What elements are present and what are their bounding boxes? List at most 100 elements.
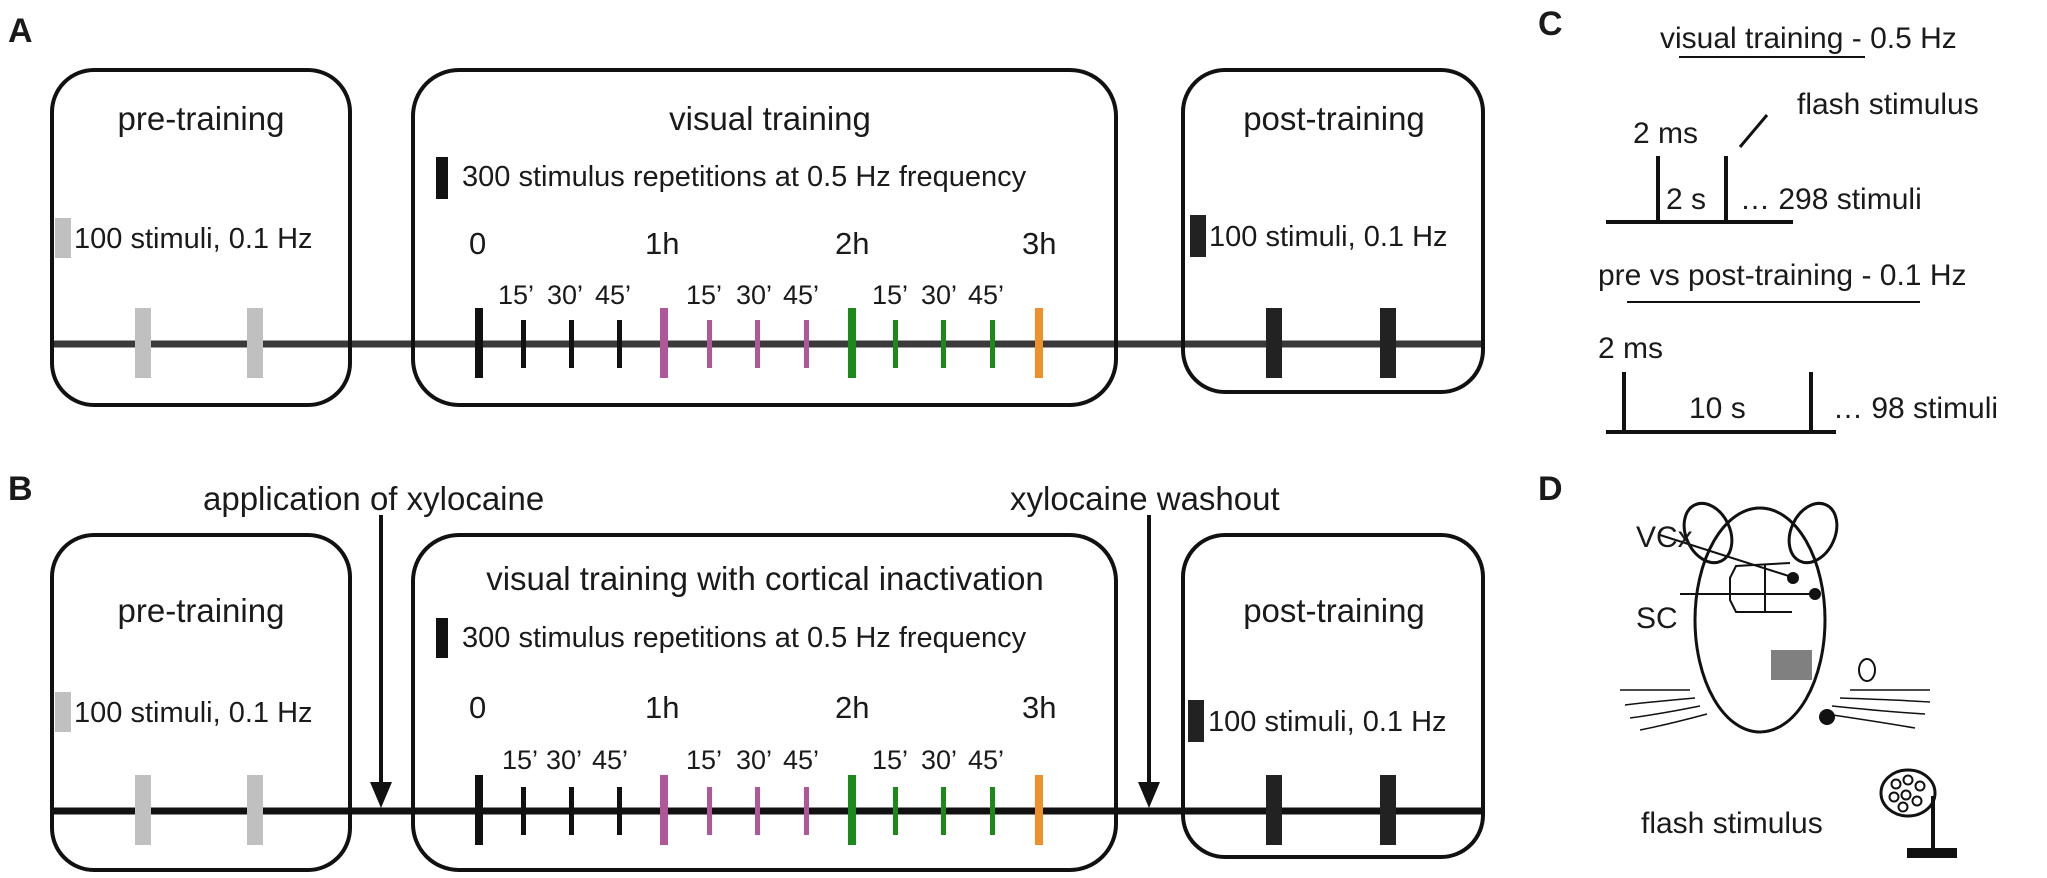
test-stimulus-count: … 98 stimuli (1833, 392, 1998, 425)
hour-label-0-a: 0 (469, 226, 486, 261)
vcx-label: VCx (1636, 521, 1693, 554)
minute-label-a: 15’ (498, 280, 534, 310)
left-ear (1682, 501, 1734, 565)
hour-label-2h-b: 2h (835, 690, 869, 725)
vcx-pointer (1659, 534, 1796, 579)
panel-a-letter: A (8, 12, 33, 50)
panel-d-letter: D (1538, 470, 1563, 508)
whisker (1825, 713, 1916, 729)
minute-label-a: 45’ (968, 280, 1004, 310)
minute-label-b: 15’ (502, 745, 538, 775)
pre-stimulus-legend-mark-b (55, 692, 71, 732)
minute-label-b: 45’ (783, 745, 819, 775)
visual-training-title-a: visual training (669, 100, 871, 137)
whisker (1839, 697, 1931, 703)
pre-stimulus-mark (247, 308, 263, 378)
hour-tick-3h-b (1035, 775, 1043, 845)
sc-recording-site (1809, 588, 1821, 600)
minute-labels-a: 15’ 30’ 45’ 15’ 30’ 45’ 15’ 30’ 45’ (498, 280, 1004, 310)
hour-tick-2h-a (848, 308, 856, 378)
whisker (1629, 705, 1701, 719)
eye (1858, 658, 1876, 682)
flash-led (1897, 801, 1909, 813)
hour-tick-2h-b (848, 775, 856, 845)
minute-label-a: 45’ (595, 280, 631, 310)
whisker (1624, 697, 1696, 706)
minute-tick-b (893, 787, 898, 835)
training-pulse-width: 2 ms (1633, 117, 1698, 150)
training-legend-mark-b (436, 618, 448, 658)
panel-b-letter: B (8, 470, 33, 508)
flash-stimulus-label-d: flash stimulus (1641, 807, 1823, 840)
flash-led (1914, 780, 1926, 792)
flash-stand-base (1907, 848, 1957, 858)
test-pulse-width: 2 ms (1598, 332, 1663, 365)
visual-training-box-b (411, 533, 1118, 872)
vcx-recording-site (1787, 572, 1799, 584)
minute-tick-b (941, 787, 946, 835)
post-training-box-b (1181, 533, 1485, 859)
post-stimulus-legend-mark-a (1190, 215, 1206, 257)
minute-tick-a (990, 320, 995, 368)
minute-tick-b (569, 787, 574, 835)
minute-label-a: 15’ (686, 280, 722, 310)
xylocaine-washout-label: xylocaine washout (1010, 480, 1280, 517)
minute-tick-a (569, 320, 574, 368)
minute-tick-b (521, 787, 526, 835)
training-interval-label: 2 s (1666, 183, 1706, 216)
pre-training-box-a (50, 68, 352, 407)
hour-tick-0-b (475, 775, 483, 845)
flash-led (1888, 791, 1900, 803)
flash-lamp-head (1879, 768, 1937, 818)
post-stimulus-mark (1380, 775, 1396, 845)
electrode-square (1771, 650, 1812, 680)
minute-tick-b (990, 787, 995, 835)
hour-tick-3h-a (1035, 308, 1043, 378)
minute-label-b: 45’ (592, 745, 628, 775)
hour-label-2h-a: 2h (835, 226, 869, 261)
minute-tick-b (804, 787, 809, 835)
training-legend-b: 300 stimulus repetitions at 0.5 Hz frequ… (462, 622, 1027, 654)
pre-training-title-b: pre-training (118, 592, 285, 629)
minute-label-b: 30’ (736, 745, 772, 775)
hour-label-3h-a: 3h (1022, 226, 1056, 261)
training-legend-mark-a (436, 157, 448, 199)
xylocaine-application-label: application of xylocaine (203, 480, 544, 517)
post-training-legend-b: 100 stimuli, 0.1 Hz (1208, 706, 1447, 738)
flash-led (1890, 778, 1902, 790)
skull-sutures (1729, 562, 1792, 613)
flash-led (1900, 789, 1912, 801)
hour-label-1h-a: 1h (645, 226, 679, 261)
whisker (1831, 705, 1926, 715)
post-stimulus-mark (1380, 308, 1396, 378)
pre-stimulus-mark (135, 775, 151, 845)
hour-tick-1h-b (660, 775, 668, 845)
minute-label-a: 30’ (921, 280, 957, 310)
hour-label-3h-b: 3h (1022, 690, 1056, 725)
minute-label-a: 15’ (872, 280, 908, 310)
minute-tick-a (893, 320, 898, 368)
training-legend-a: 300 stimulus repetitions at 0.5 Hz frequ… (462, 161, 1027, 193)
training-stimulus-count: … 298 stimuli (1740, 183, 1922, 216)
minute-label-b: 45’ (968, 745, 1004, 775)
right-ear (1787, 501, 1839, 565)
minute-label-a: 45’ (783, 280, 819, 310)
pre-stimulus-mark (135, 308, 151, 378)
sc-label: SC (1636, 602, 1678, 635)
pre-stimulus-mark (247, 775, 263, 845)
minute-tick-a (707, 320, 712, 368)
minute-tick-a (804, 320, 809, 368)
hour-label-0-b: 0 (469, 690, 486, 725)
head-outline (1693, 506, 1827, 734)
minute-tick-a (521, 320, 526, 368)
minute-label-b: 30’ (546, 745, 582, 775)
pre-training-legend-b: 100 stimuli, 0.1 Hz (74, 697, 313, 729)
flash-led (1902, 774, 1914, 786)
training-protocol-title: visual training - 0.5 Hz (1660, 22, 1957, 55)
flash-led (1911, 795, 1923, 807)
pre-training-legend-a: 100 stimuli, 0.1 Hz (74, 223, 313, 255)
mouse-head-drawing (1620, 501, 1931, 734)
minute-labels-b: 15’ 30’ 45’ 15’ 30’ 45’ 15’ 30’ 45’ (502, 745, 1004, 775)
hour-label-1h-b: 1h (645, 690, 679, 725)
